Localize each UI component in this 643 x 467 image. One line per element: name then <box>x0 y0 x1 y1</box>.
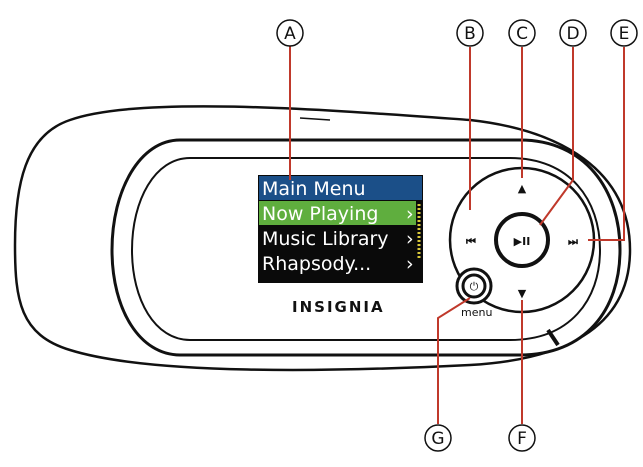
next-track-icon[interactable]: ⏭ <box>568 235 578 248</box>
screen-item-now-playing[interactable]: Now Playing <box>262 203 378 225</box>
side-button <box>546 328 560 347</box>
callout-g: G <box>431 429 444 449</box>
callout-circle-f <box>508 424 536 452</box>
callout-circle-b <box>456 19 484 47</box>
chevron-right-icon: › <box>406 203 414 225</box>
selected-item-highlight <box>259 201 416 225</box>
screen-title: Main Menu <box>262 178 366 200</box>
callout-line-d <box>539 47 574 226</box>
callout-e: E <box>619 24 630 44</box>
menu-button-inner <box>461 273 487 299</box>
top-edge-detail <box>299 117 331 121</box>
up-arrow-icon[interactable]: ▲ <box>518 182 527 195</box>
play-pause-icon: ▶II <box>514 235 531 248</box>
callout-f: F <box>517 429 527 449</box>
callout-circle-a <box>276 19 304 47</box>
chevron-right-icon: › <box>406 228 414 250</box>
callout-d: D <box>566 24 579 44</box>
brand-logo: INSIGNIA <box>292 298 385 316</box>
chevron-right-icon: › <box>406 253 414 275</box>
screen-title-bar <box>259 176 422 200</box>
callout-line-e <box>588 47 625 241</box>
screen-item-music-library[interactable]: Music Library <box>262 228 389 250</box>
screen-item-rhapsody[interactable]: Rhapsody... <box>262 253 371 275</box>
callout-a: A <box>284 24 296 44</box>
callout-line-g <box>437 297 471 424</box>
callout-circle-e <box>610 19 638 47</box>
device-inner-ring <box>130 157 602 341</box>
callout-circle-g <box>424 424 452 452</box>
callout-b: B <box>464 24 476 44</box>
down-arrow-icon[interactable]: ▼ <box>518 287 527 300</box>
callout-circle-c <box>508 19 536 47</box>
callout-circle-d <box>559 19 587 47</box>
power-icon: ⏻ <box>470 280 479 293</box>
callout-c: C <box>516 24 528 44</box>
menu-label: menu <box>461 306 492 319</box>
play-pause-button[interactable] <box>494 212 550 268</box>
previous-track-icon[interactable]: ⏮ <box>466 235 476 248</box>
